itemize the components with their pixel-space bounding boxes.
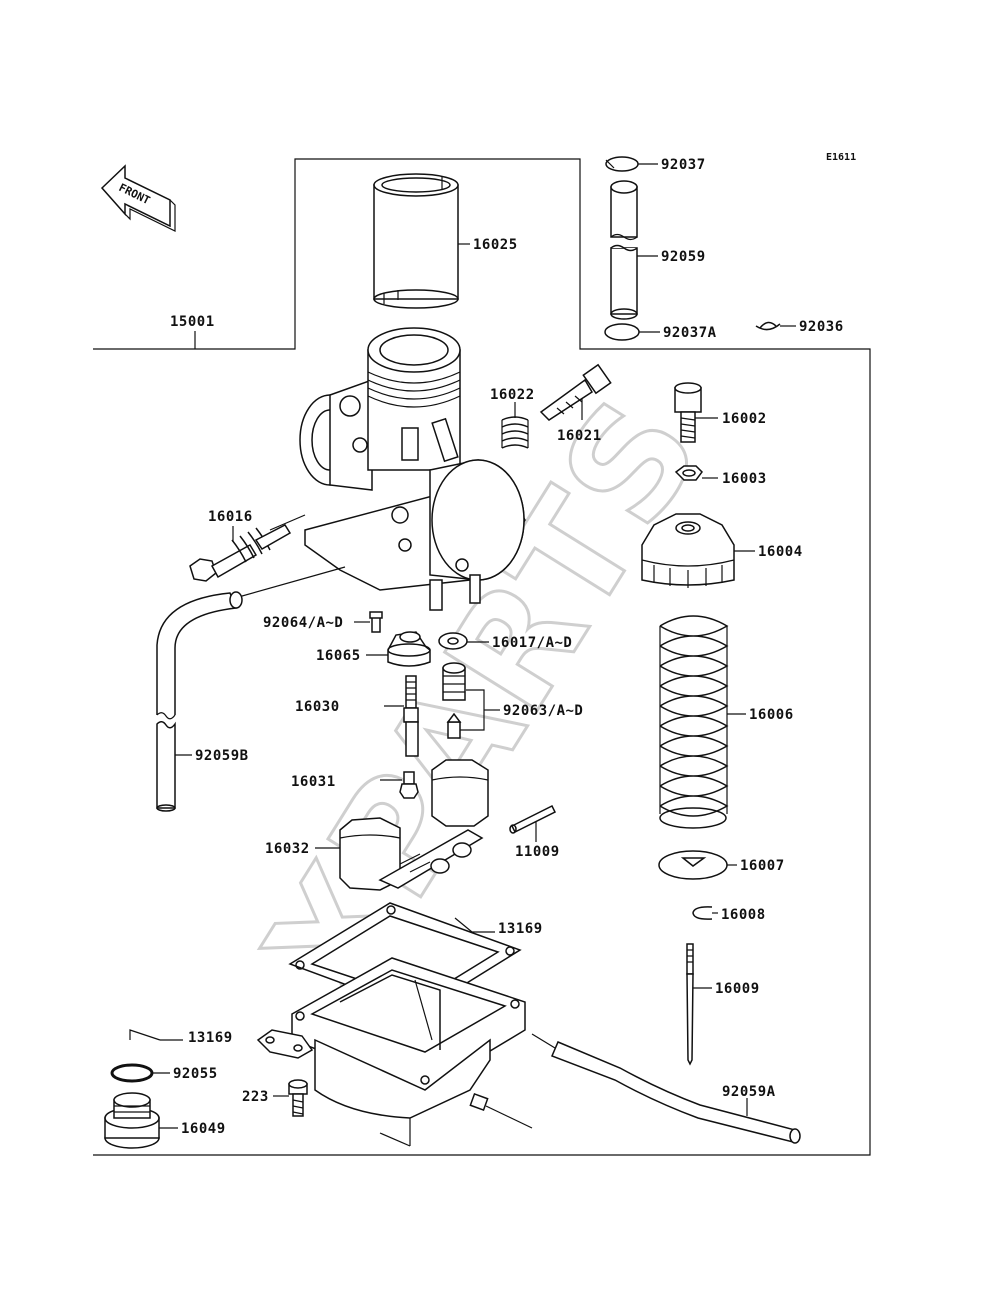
label-16016: 16016 bbox=[208, 509, 253, 525]
label-16008: 16008 bbox=[721, 907, 766, 923]
e-clip-16008-part bbox=[692, 906, 713, 920]
label-92064: 92064/A~D bbox=[263, 615, 343, 631]
label-16029: 16017/A~D bbox=[492, 635, 572, 651]
cable-adjuster-16002-part bbox=[674, 382, 702, 443]
diagram-code: E1611 bbox=[826, 152, 856, 163]
label-16025: 16025 bbox=[473, 237, 518, 253]
label-16049: 16049 bbox=[181, 1121, 226, 1137]
label-92059a: 92059A bbox=[722, 1084, 776, 1100]
main-jet-92063-part bbox=[399, 771, 419, 799]
retainer-plate-16007-part bbox=[658, 850, 728, 880]
label-92059b: 92059B bbox=[195, 748, 249, 764]
bracket-13169-line bbox=[129, 1029, 161, 1041]
label-92059: 92059 bbox=[661, 249, 706, 265]
pilot-jet-92064-part bbox=[369, 611, 383, 633]
label-16022: 16022 bbox=[490, 387, 535, 403]
label-15001: 15001 bbox=[170, 314, 215, 330]
nut-16003-part bbox=[674, 465, 703, 481]
label-16065: 16065 bbox=[316, 648, 361, 664]
label-16021: 16021 bbox=[557, 428, 602, 444]
jet-needle-16009-part bbox=[686, 943, 694, 1066]
bolt-223-part bbox=[288, 1079, 308, 1117]
label-16003: 16003 bbox=[722, 471, 767, 487]
drain-plug-16049-part bbox=[104, 1092, 160, 1149]
air-screw-16021-part bbox=[539, 363, 612, 421]
main-spring-16006-part bbox=[659, 615, 729, 829]
float-bowl-part bbox=[291, 957, 533, 1147]
label-16009: 16009 bbox=[715, 981, 760, 997]
clip-92037a-part bbox=[604, 323, 640, 341]
needle-jet-16017-part bbox=[403, 675, 419, 757]
spring-16022-part bbox=[501, 416, 529, 449]
o-ring-92055-part bbox=[110, 1063, 154, 1083]
label-16004: 16004 bbox=[758, 544, 803, 560]
clip-92036-part bbox=[759, 321, 777, 329]
label-16032: 11009 bbox=[515, 844, 560, 860]
assembly-frame bbox=[93, 158, 871, 1156]
label-92055: 92055 bbox=[173, 1066, 218, 1082]
hose-92059-part bbox=[610, 180, 638, 320]
idle-screw-16016-part bbox=[189, 514, 306, 582]
washer-16029-part bbox=[438, 632, 468, 650]
label-16006: 16006 bbox=[749, 707, 794, 723]
throttle-slide-part bbox=[373, 173, 459, 309]
label-16002: 16002 bbox=[722, 411, 767, 427]
front-arrow-icon: FRONT bbox=[100, 164, 176, 232]
float-valve-16030-part bbox=[442, 662, 466, 739]
label-92036: 92036 bbox=[799, 319, 844, 335]
carburetor-body bbox=[299, 327, 526, 611]
label-223-text: 223 bbox=[242, 1089, 269, 1105]
label-13169-text: 13169 bbox=[188, 1030, 233, 1046]
label-16030: 92063/A~D bbox=[503, 703, 583, 719]
float-pin-16032-part bbox=[509, 804, 557, 834]
part-16065 bbox=[387, 631, 431, 667]
plate-part bbox=[256, 1029, 314, 1059]
label-92037a: 92037A bbox=[663, 325, 717, 341]
label-16007: 16007 bbox=[740, 858, 785, 874]
clip-92037-part bbox=[605, 156, 639, 172]
label-92037: 92037 bbox=[661, 157, 706, 173]
label-16031: 16032 bbox=[265, 841, 310, 857]
carb-cap-16004-part bbox=[641, 513, 735, 588]
hose-92059a-part bbox=[531, 1033, 801, 1144]
float-16031-part bbox=[339, 759, 489, 891]
label-11009: 13169 bbox=[498, 921, 543, 937]
label-92063: 16031 bbox=[291, 774, 336, 790]
hose-92059b-part bbox=[156, 591, 243, 812]
label-16017: 16030 bbox=[295, 699, 340, 715]
